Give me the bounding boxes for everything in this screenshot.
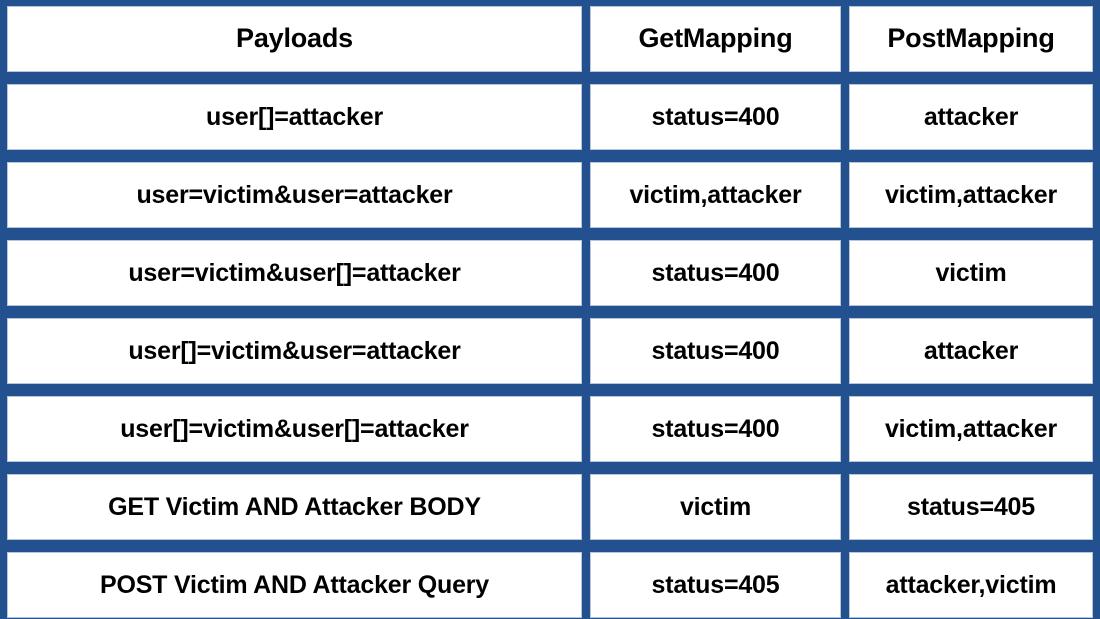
table-cell-getmapping: victim,attacker (586, 156, 845, 234)
table-cell-postmapping: attacker (845, 78, 1100, 156)
table-cell-payloads: POST Victim AND Attacker Query (0, 546, 586, 619)
table-cell-getmapping: victim (586, 468, 845, 546)
cell-inner: attacker (849, 318, 1093, 384)
cell-value: attacker,victim (885, 570, 1057, 599)
cell-inner: victim,attacker (849, 396, 1093, 462)
cell-inner: user=victim&user[]=attacker (7, 240, 582, 306)
cell-inner: attacker (849, 84, 1093, 150)
table-cell-getmapping: status=405 (586, 546, 845, 619)
cell-value: POST Victim AND Attacker Query (99, 570, 490, 599)
cell-inner: GetMapping (590, 5, 841, 72)
table-header-cell-postmapping: PostMapping (845, 0, 1100, 78)
table-header-cell-getmapping: GetMapping (586, 0, 845, 78)
cell-inner: user[]=attacker (7, 84, 582, 150)
table-cell-payloads: user=victim&user=attacker (0, 156, 586, 234)
column-header-label: PostMapping (887, 23, 1055, 53)
cell-inner: status=405 (849, 474, 1093, 540)
table-cell-postmapping: victim (845, 234, 1100, 312)
cell-value: status=405 (907, 492, 1035, 521)
cell-value: GET Victim AND Attacker BODY (108, 492, 481, 521)
cell-inner: POST Victim AND Attacker Query (7, 552, 582, 618)
table-cell-postmapping: attacker,victim (845, 546, 1100, 619)
cell-inner: status=400 (590, 84, 841, 150)
cell-value: victim,attacker (629, 180, 802, 209)
cell-value: status=400 (651, 258, 780, 287)
cell-inner: PostMapping (849, 5, 1093, 72)
table-cell-payloads: user[]=victim&user[]=attacker (0, 390, 586, 468)
cell-inner: attacker,victim (849, 552, 1093, 618)
table-cell-postmapping: victim,attacker (845, 390, 1100, 468)
cell-inner: GET Victim AND Attacker BODY (7, 474, 582, 540)
cell-value: status=400 (651, 102, 780, 131)
cell-value: user[]=victim&user[]=attacker (120, 414, 469, 443)
table-cell-payloads: GET Victim AND Attacker BODY (0, 468, 586, 546)
table-cell-getmapping: status=400 (586, 234, 845, 312)
table-cell-payloads: user=victim&user[]=attacker (0, 234, 586, 312)
table-row: user[]=attacker status=400 attacker (0, 78, 1100, 156)
cell-inner: victim,attacker (590, 162, 841, 228)
column-header-label: Payloads (236, 23, 353, 53)
cell-inner: status=400 (590, 396, 841, 462)
cell-value: attacker (923, 102, 1019, 131)
cell-value: attacker (923, 336, 1019, 365)
cell-value: user[]=attacker (206, 102, 383, 131)
cell-inner: status=400 (590, 240, 841, 306)
cell-inner: victim,attacker (849, 162, 1093, 228)
column-header-label: GetMapping (638, 23, 793, 53)
table-row: user[]=victim&user=attacker status=400 a… (0, 312, 1100, 390)
table-cell-postmapping: status=405 (845, 468, 1100, 546)
cell-inner: victim (590, 474, 841, 540)
cell-value: victim,attacker (884, 180, 1058, 209)
cell-value: user[]=victim&user=attacker (128, 336, 461, 365)
cell-inner: user[]=victim&user[]=attacker (7, 396, 582, 462)
cell-inner: user=victim&user=attacker (7, 162, 582, 228)
cell-value: status=400 (651, 336, 780, 365)
cell-value: victim,attacker (884, 414, 1058, 443)
table-row: user=victim&user=attacker victim,attacke… (0, 156, 1100, 234)
table-cell-payloads: user[]=victim&user=attacker (0, 312, 586, 390)
table-row: user[]=victim&user[]=attacker status=400… (0, 390, 1100, 468)
table-cell-postmapping: victim,attacker (845, 156, 1100, 234)
cell-inner: status=405 (590, 552, 841, 618)
table-row: GET Victim AND Attacker BODY victim stat… (0, 468, 1100, 546)
table-cell-getmapping: status=400 (586, 312, 845, 390)
table-cell-getmapping: status=400 (586, 78, 845, 156)
table-header-row: Payloads GetMapping PostMapping (0, 0, 1100, 78)
table-row: POST Victim AND Attacker Query status=40… (0, 546, 1100, 619)
table-cell-getmapping: status=400 (586, 390, 845, 468)
cell-inner: victim (849, 240, 1093, 306)
cell-value: victim (679, 492, 752, 521)
table-row: user=victim&user[]=attacker status=400 v… (0, 234, 1100, 312)
cell-value: user=victim&user[]=attacker (128, 258, 461, 287)
table-cell-payloads: user[]=attacker (0, 78, 586, 156)
cell-value: victim (935, 258, 1007, 287)
cell-value: status=405 (651, 570, 780, 599)
cell-inner: Payloads (7, 5, 582, 72)
cell-inner: user[]=victim&user=attacker (7, 318, 582, 384)
table-header-cell-payloads: Payloads (0, 0, 586, 78)
table-cell-postmapping: attacker (845, 312, 1100, 390)
cell-value: user=victim&user=attacker (136, 180, 453, 209)
cell-value: status=400 (651, 414, 780, 443)
cell-inner: status=400 (590, 318, 841, 384)
